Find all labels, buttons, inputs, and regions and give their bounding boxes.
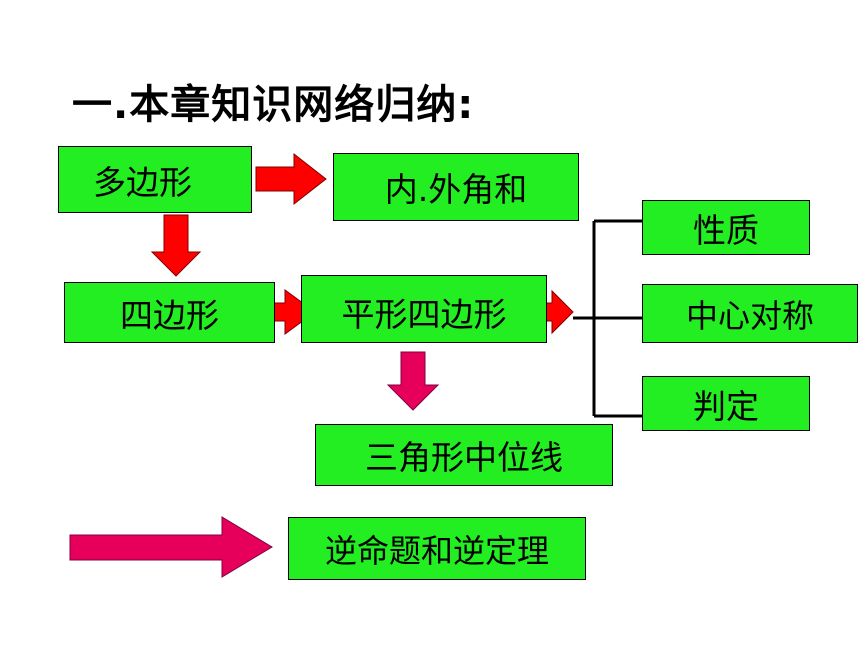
arrow-parallelogram-to-midline [386,351,440,411]
node-quadrilateral: 四边形 [64,282,275,343]
node-criteria: 判定 [642,376,810,431]
arrow-converse [69,516,273,578]
node-central-symmetry: 中心对称 [642,284,858,343]
node-converse: 逆命题和逆定理 [288,517,586,580]
node-polygon: 多边形 [58,146,252,213]
arrow-polygon-to-quadrilateral [150,214,202,277]
node-parallelogram: 平形四边形 [301,275,547,343]
node-angle-sum: 内.外角和 [333,153,579,221]
node-midline: 三角形中位线 [315,424,613,486]
arrow-polygon-to-angle-sum [255,152,327,206]
page-title: 一.本章知识网络归纳: [72,82,475,128]
branch-bracket [573,219,642,418]
node-properties: 性质 [642,200,810,255]
